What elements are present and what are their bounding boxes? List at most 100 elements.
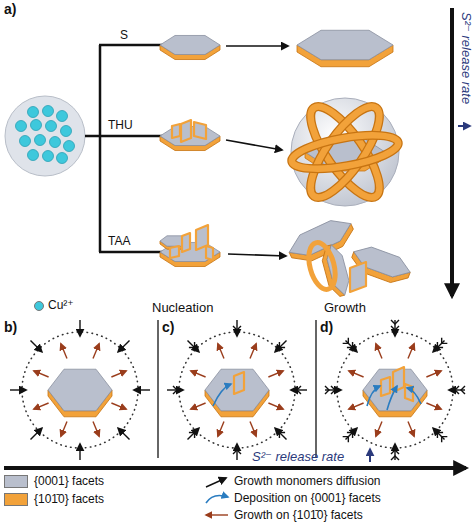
legend-swatch	[34, 301, 44, 311]
monomer-chevron	[279, 342, 285, 348]
legend-text: Growth on {101̄0} facets	[234, 508, 363, 523]
illustration-shape	[284, 213, 358, 268]
monomer-chevron	[343, 437, 349, 443]
legend-swatch	[4, 493, 28, 506]
prism-growth-arrow	[93, 344, 99, 359]
deposition-arrow	[387, 386, 397, 410]
monomer-arrow	[291, 389, 307, 390]
prism-growth-arrow	[34, 403, 49, 409]
copper-ion	[43, 151, 54, 162]
monomer-arrow	[167, 389, 183, 390]
monomer-chevron	[173, 386, 177, 394]
axis-label: S²⁻ release rate	[459, 12, 474, 104]
prism-band	[299, 97, 390, 206]
copper-ion	[57, 111, 68, 122]
branch-label: TAA	[108, 234, 130, 249]
prism-growth-arrow	[61, 344, 67, 359]
prism-growth-arrow	[376, 421, 382, 436]
panel-label: c)	[162, 320, 174, 335]
copper-ion	[64, 141, 75, 152]
growth-scheme	[167, 320, 307, 460]
prism-growth-arrow	[218, 344, 224, 359]
monomer-chevron	[325, 386, 329, 394]
monomer-arrow	[236, 320, 237, 336]
monomer-arrow	[31, 341, 42, 352]
monomer-arrow	[79, 444, 80, 460]
branch-label: THU	[108, 118, 133, 133]
basal-facet	[297, 30, 393, 59]
monomer-arrow	[118, 428, 129, 439]
monomer-chevron	[455, 386, 459, 394]
deposition-arrow	[213, 384, 231, 406]
monomer-chevron	[297, 386, 301, 394]
deposition-arrow	[407, 388, 421, 404]
basal-facet	[205, 369, 269, 411]
monomer-arrow	[188, 428, 199, 439]
copper-ion	[57, 153, 68, 164]
basal-facet	[48, 369, 112, 411]
copper-ion	[46, 121, 57, 132]
process-arrow	[228, 254, 286, 256]
monomer-chevron	[461, 386, 465, 394]
monomer-arrow	[31, 428, 42, 439]
prism-fin	[181, 120, 191, 142]
legend-text: {101̄0} facets	[34, 492, 104, 507]
legend-text: Deposition on {0001} facets	[234, 491, 381, 506]
process-arrow	[226, 45, 288, 47]
prism-band-edge	[289, 129, 400, 175]
monomer-arrow	[346, 428, 357, 439]
monomer-chevron	[391, 326, 399, 330]
monomer-arrow	[79, 320, 80, 336]
monomer-arrow	[275, 341, 286, 352]
prism-fin	[194, 122, 206, 139]
increase-arrow	[458, 125, 470, 127]
monomer-arrow	[188, 341, 199, 352]
trend-arrow	[450, 8, 454, 296]
prism-growth-arrow	[376, 344, 382, 359]
prism-growth-arrow	[426, 403, 441, 409]
prism-growth-arrow	[93, 421, 99, 436]
copper-ion	[28, 150, 39, 161]
prism-growth-arrow	[349, 371, 364, 377]
monomer-arrow	[433, 428, 444, 439]
monomer-arrow	[236, 444, 237, 460]
panel-divider	[157, 320, 159, 458]
panel-label: d)	[320, 320, 333, 335]
legend-text: Growth monomers diffusion	[234, 474, 381, 489]
legend-sample	[206, 514, 228, 515]
legend-sample	[206, 478, 226, 487]
prism-band	[304, 240, 340, 293]
increase-arrow	[369, 449, 371, 462]
prism-band-edge	[299, 97, 390, 206]
growth-scheme	[10, 320, 150, 460]
panel-label: a)	[4, 2, 16, 17]
monomer-chevron	[189, 432, 195, 438]
basal-facet	[284, 213, 355, 262]
panel-label: b)	[4, 320, 17, 335]
prism-growth-arrow	[250, 344, 256, 359]
axis-label: S²⁻ release rate	[252, 449, 344, 464]
process-arrow	[226, 140, 282, 150]
prism-fin	[172, 124, 180, 138]
prism-growth-arrow	[349, 403, 364, 409]
copper-ion	[61, 126, 72, 137]
copper-ion	[16, 121, 27, 132]
basal-facet	[160, 35, 220, 54]
prism-fin	[170, 246, 179, 258]
branch-label: S	[120, 28, 128, 43]
monomer-arrow	[346, 341, 357, 352]
monomer-chevron	[391, 320, 399, 324]
prism-fin	[206, 246, 213, 260]
prism-growth-arrow	[111, 403, 126, 409]
monomer-arrow	[275, 428, 286, 439]
prism-growth-arrow	[191, 403, 206, 409]
prism-fin	[381, 377, 390, 396]
monomer-chevron	[391, 456, 399, 460]
prism-growth-arrow	[34, 371, 49, 377]
monomer-chevron	[233, 450, 241, 454]
prism-growth-arrow	[61, 421, 67, 436]
deposition-arrow	[367, 386, 380, 406]
monomer-arrow	[10, 389, 26, 390]
